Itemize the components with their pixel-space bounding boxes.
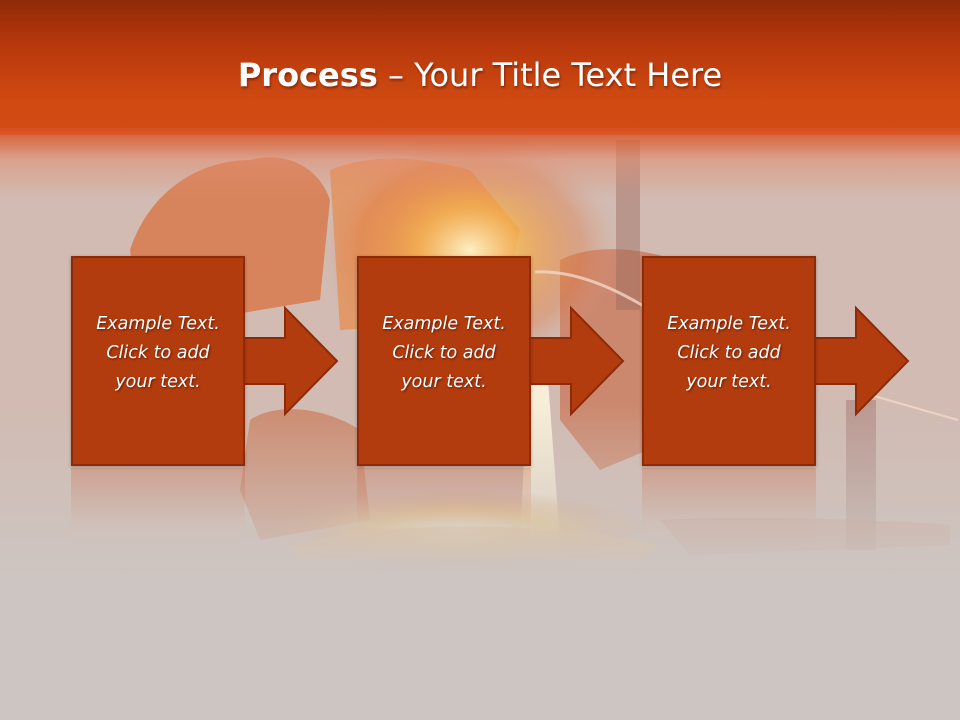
right-arrow-icon	[242, 305, 339, 417]
step-text-line-1: Example Text.	[96, 314, 220, 334]
step-text-line-2: Click to add	[677, 343, 781, 363]
step-text-line-1: Example Text.	[382, 314, 506, 334]
step-text[interactable]: Example Text. Click to add your text.	[357, 310, 531, 397]
title-banner	[0, 0, 960, 135]
slide-title-bold: Process	[237, 56, 378, 94]
step-text-line-3: your text.	[401, 372, 487, 392]
step-text-line-2: Click to add	[106, 343, 210, 363]
process-step-3[interactable]: Example Text. Click to add your text.	[642, 256, 910, 466]
step-3-reflection	[642, 468, 816, 548]
step-box	[71, 256, 245, 466]
right-arrow-icon	[528, 305, 625, 417]
step-box	[357, 256, 531, 466]
slide-title[interactable]: Process – Your Title Text Here	[0, 50, 960, 100]
step-text-line-2: Click to add	[392, 343, 496, 363]
step-text-line-3: your text.	[115, 372, 201, 392]
step-text[interactable]: Example Text. Click to add your text.	[642, 310, 816, 397]
title-banner-fade	[0, 128, 960, 198]
step-1-reflection	[71, 468, 245, 548]
right-arrow-icon	[813, 305, 910, 417]
step-text[interactable]: Example Text. Click to add your text.	[71, 310, 245, 397]
step-text-line-1: Example Text.	[667, 314, 791, 334]
step-box	[642, 256, 816, 466]
process-step-2[interactable]: Example Text. Click to add your text.	[357, 256, 625, 466]
process-step-1[interactable]: Example Text. Click to add your text.	[71, 256, 339, 466]
step-text-line-3: your text.	[686, 372, 772, 392]
step-2-reflection	[357, 468, 531, 548]
slide-title-rest: – Your Title Text Here	[377, 56, 723, 94]
